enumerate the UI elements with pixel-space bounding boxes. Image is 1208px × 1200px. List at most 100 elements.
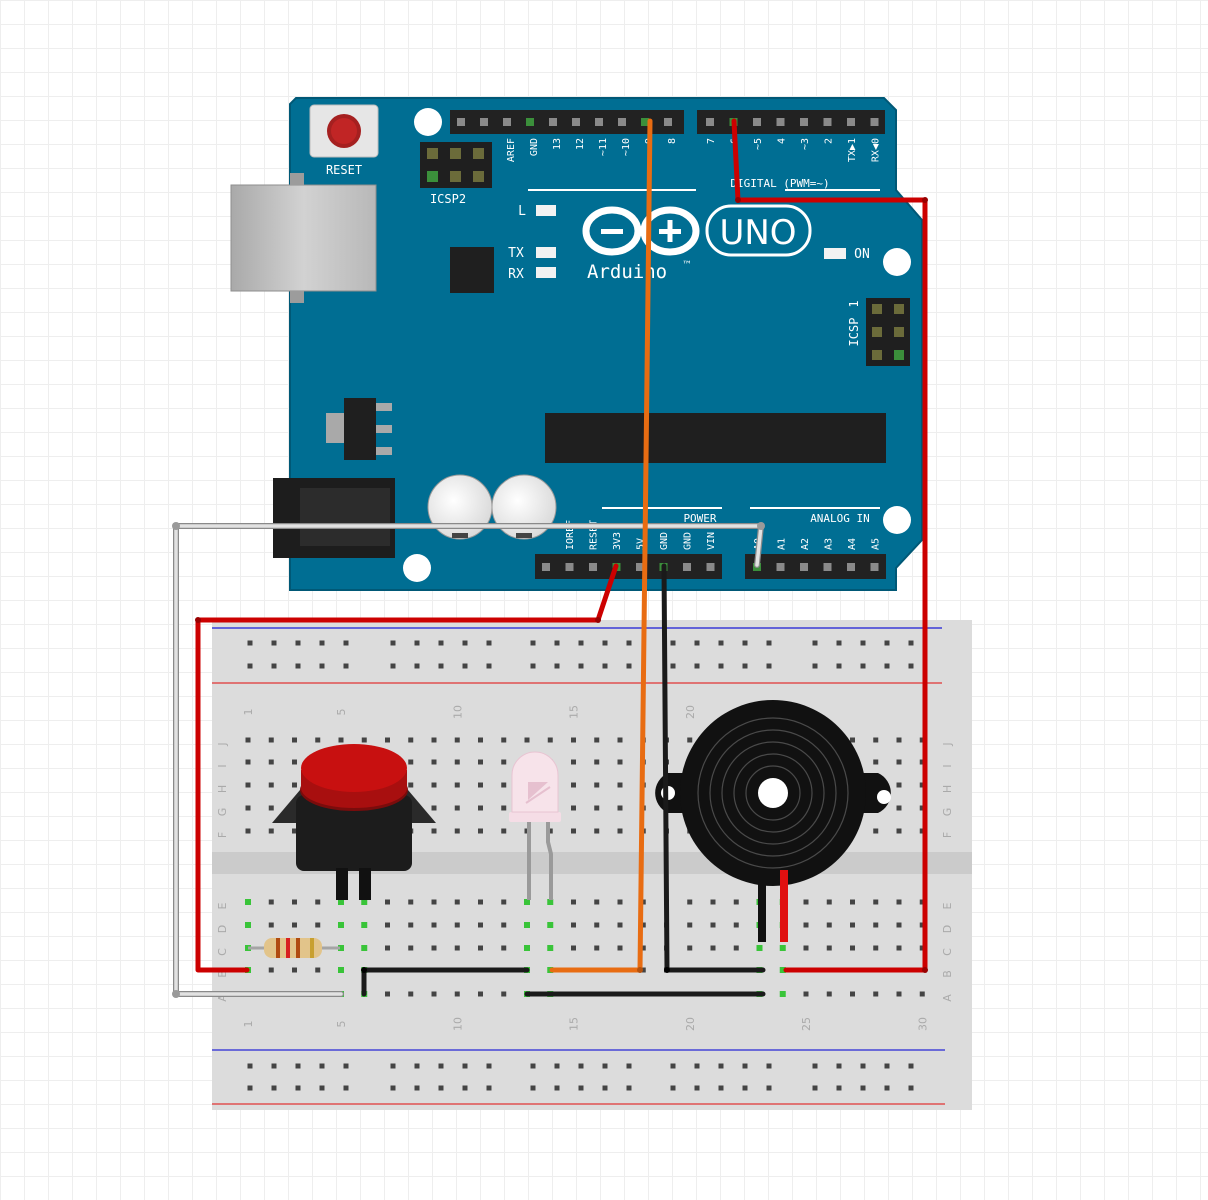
- header-pin: [776, 118, 785, 126]
- digital-pin-label: 8: [667, 138, 678, 144]
- header-pin: [823, 118, 832, 126]
- rail-hole: [486, 640, 492, 646]
- rail-hole: [271, 640, 277, 646]
- rail-hole: [742, 663, 748, 669]
- breadboard-hole: [431, 828, 437, 834]
- analog-header: [745, 554, 886, 579]
- breadboard-hole: [315, 899, 321, 905]
- breadboard-hole: [501, 828, 507, 834]
- rail-hole: [295, 1063, 301, 1069]
- rail-hole: [462, 640, 468, 646]
- mounting-hole: [414, 108, 442, 136]
- header-pin: [480, 118, 488, 126]
- power-analog-header-pins: [542, 563, 879, 571]
- column-number-label: 5: [335, 709, 348, 716]
- connected-hole: [245, 922, 251, 928]
- breadboard-hole: [687, 737, 693, 743]
- rail-hole: [390, 663, 396, 669]
- rail-hole: [247, 663, 253, 669]
- breadboard-hole: [640, 945, 646, 951]
- rail-hole: [578, 1085, 584, 1091]
- rail-hole: [718, 640, 724, 646]
- rail-hole: [578, 640, 584, 646]
- rail-hole: [884, 1085, 890, 1091]
- breadboard-hole: [733, 899, 739, 905]
- rail-hole: [530, 1063, 536, 1069]
- rail-hole: [530, 663, 536, 669]
- rail-hole: [462, 1063, 468, 1069]
- breadboard-hole: [408, 759, 414, 765]
- reset-button[interactable]: [309, 104, 379, 158]
- breadboard-hole: [268, 759, 274, 765]
- breadboard-hole: [408, 782, 414, 788]
- breadboard-hole: [873, 828, 879, 834]
- row-letter-label: A: [216, 994, 229, 1002]
- rail-hole: [414, 640, 420, 646]
- resistor: [248, 938, 340, 958]
- rx-led: [536, 267, 556, 278]
- icsp2-label: ICSP2: [430, 192, 466, 206]
- tx-led-label: TX: [508, 246, 524, 261]
- breadboard-hole: [617, 759, 623, 765]
- breadboard-hole: [919, 922, 925, 928]
- l-led: [536, 205, 556, 216]
- breadboard-hole: [617, 782, 623, 788]
- connected-hole: [756, 945, 763, 951]
- push-button[interactable]: [272, 744, 436, 900]
- icsp-pins: [872, 304, 904, 360]
- rail-hole: [247, 1085, 253, 1091]
- breadboard-hole: [803, 991, 809, 997]
- connected-hole: [361, 922, 368, 928]
- breadboard-hole: [873, 899, 879, 905]
- row-letter-label: H: [216, 785, 229, 793]
- rail-hole: [908, 1085, 914, 1091]
- breadboard-hole: [850, 899, 855, 905]
- digital-pin-label: 7: [706, 138, 717, 144]
- row-letter-label: H: [941, 785, 954, 793]
- rail-hole: [554, 1085, 560, 1091]
- row-letter-label: E: [941, 902, 954, 909]
- breadboard-hole: [431, 991, 437, 997]
- connected-hole: [547, 899, 554, 905]
- power-pin-label: 5V: [636, 538, 647, 550]
- rail-hole: [670, 663, 676, 669]
- rail-hole: [247, 640, 253, 646]
- column-number-label: 10: [451, 705, 464, 719]
- breadboard-hole: [478, 805, 483, 811]
- header-pin: [618, 118, 626, 126]
- breadboard-hole: [594, 805, 600, 811]
- rail-hole: [554, 640, 560, 646]
- breadboard-hole: [501, 737, 507, 743]
- breadboard-hole: [385, 899, 390, 905]
- analog-pin-label: A4: [847, 538, 858, 550]
- rail-hole: [390, 1063, 396, 1069]
- power-pin-label: 3V3: [612, 532, 623, 550]
- digital-pin-label: ~11: [598, 138, 609, 156]
- rail-hole: [766, 640, 772, 646]
- rail-hole: [438, 640, 444, 646]
- analog-pin-label: A5: [871, 538, 882, 550]
- rail-hole: [860, 663, 866, 669]
- power-pin-label: GND: [659, 532, 670, 550]
- header-pin: [683, 563, 691, 571]
- row-letter-label: A: [941, 994, 954, 1002]
- voltage-regulator-leg: [376, 425, 392, 433]
- breadboard-hole: [268, 967, 274, 973]
- usb-interface-chip: [450, 247, 494, 293]
- voltage-regulator-leg: [376, 403, 392, 411]
- connected-hole: [361, 899, 368, 905]
- trademark-label: ™: [682, 260, 692, 271]
- breadboard-hole: [431, 899, 437, 905]
- digital-pin-label: 2: [824, 138, 835, 144]
- rail-hole: [319, 663, 325, 669]
- breadboard-hole: [571, 828, 576, 834]
- rail-hole: [884, 640, 890, 646]
- breadboard-hole: [547, 828, 553, 834]
- rail-hole: [718, 1063, 724, 1069]
- rail-hole: [602, 663, 608, 669]
- l-led-label: L: [518, 204, 526, 219]
- breadboard-hole: [245, 759, 251, 765]
- rail-hole: [295, 663, 301, 669]
- power-pin-label: GND: [683, 532, 694, 550]
- breadboard-hole: [594, 922, 600, 928]
